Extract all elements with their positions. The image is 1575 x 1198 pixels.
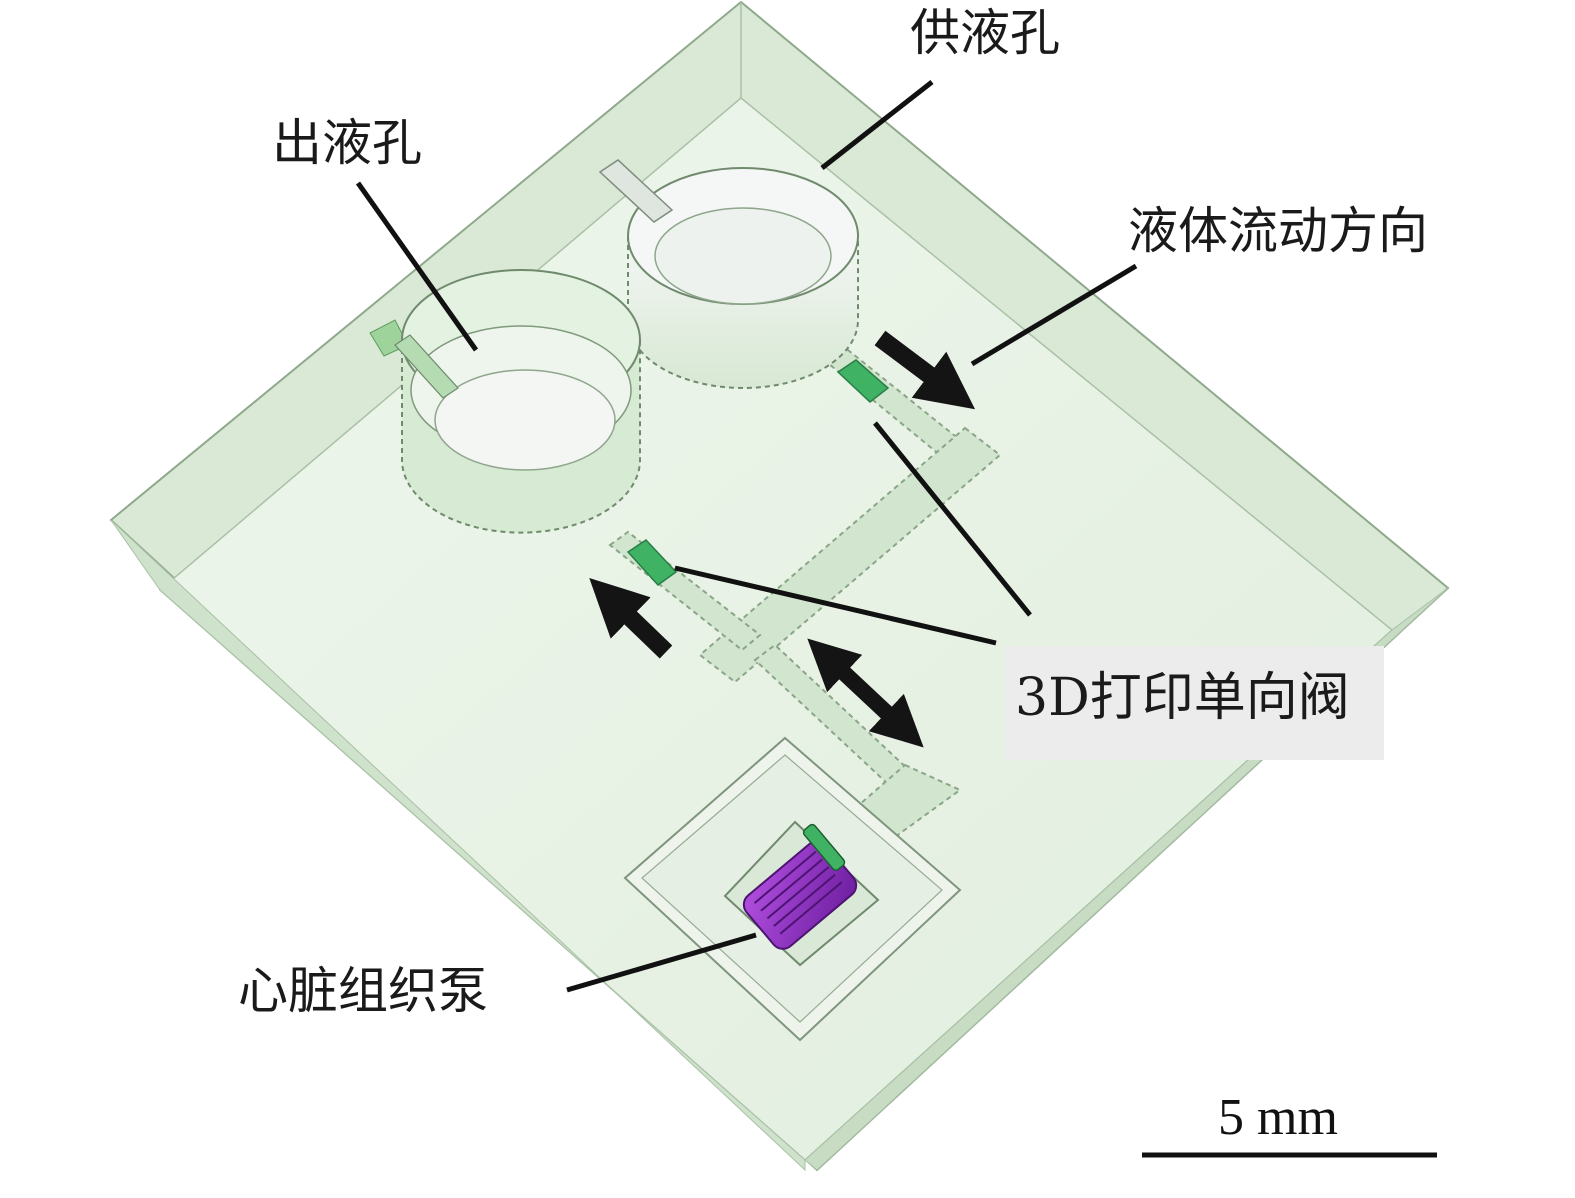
- labels: 供液孔 出液孔 液体流动方向 3D打印单向阀 心脏组织泵: [238, 4, 1428, 1020]
- label-outlet-port: 出液孔: [272, 114, 422, 172]
- valve-outlet: [626, 539, 678, 587]
- label-check-valve: 3D打印单向阀: [1015, 668, 1350, 728]
- arrow-outlet-flow-icon: [589, 578, 673, 659]
- heart-tissue-pump: [742, 823, 858, 950]
- leader-pump: [566, 932, 757, 993]
- label-flow-direction: 液体流动方向: [1128, 202, 1428, 260]
- leader-valve-1: [873, 421, 1032, 617]
- valve-supply: [836, 359, 890, 403]
- label-supply-port: 供液孔: [910, 4, 1060, 62]
- leader-outlet: [355, 181, 479, 352]
- arrow-supply-flow-icon: [874, 330, 976, 410]
- leader-lines: [355, 80, 1138, 993]
- leader-supply: [820, 80, 934, 170]
- arrow-bidirectional-icon: [807, 638, 924, 748]
- valve-label-background: [1006, 646, 1384, 760]
- supply-well: [598, 159, 859, 389]
- leader-flow: [970, 263, 1138, 367]
- scale-bar: 5 mm: [1142, 1089, 1437, 1158]
- channel-manifold: [698, 426, 1002, 684]
- leader-valve-2: [674, 565, 997, 646]
- scale-bar-label: 5 mm: [1218, 1089, 1338, 1146]
- flow-arrows: [589, 330, 976, 748]
- label-heart-pump: 心脏组织泵: [238, 962, 488, 1020]
- outlet-well: [394, 269, 641, 534]
